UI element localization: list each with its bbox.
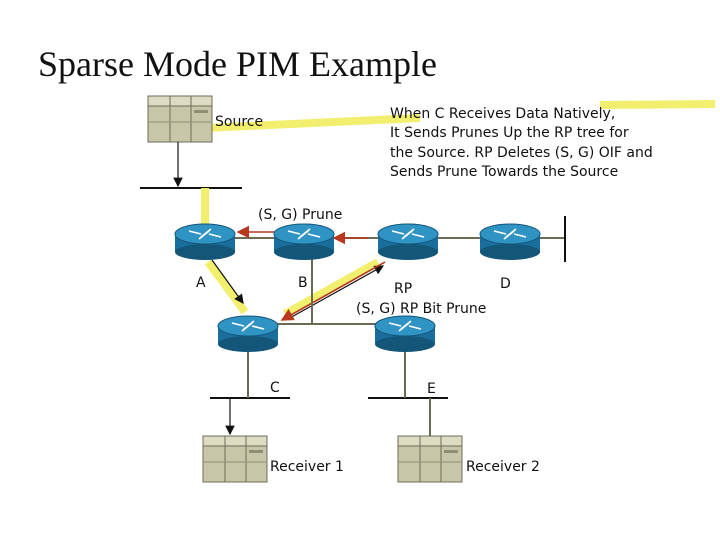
note-line-1: When C Receives Data Natively, (390, 106, 615, 122)
source-label: Source (215, 114, 263, 130)
router-rp-label: RP (394, 281, 412, 297)
a-to-c-arrow (211, 259, 244, 304)
page-title: Sparse Mode PIM Example (38, 44, 437, 84)
router-a-label: A (196, 275, 206, 291)
router-e-label: E (427, 381, 436, 397)
rp-bit-prune-arrow (280, 261, 386, 321)
router-e-icon (374, 315, 436, 353)
sg-rp-bit-prune-label: (S, G) RP Bit Prune (356, 301, 486, 317)
receiver1-host-icon (202, 435, 268, 483)
source-host (147, 95, 213, 143)
note-line-4: Sends Prune Towards the Source (390, 164, 618, 180)
router-b-label: B (298, 275, 308, 291)
router-c-icon (217, 315, 279, 353)
source-highlight (204, 114, 421, 132)
router-rp-icon (377, 223, 439, 261)
note-line-3: the Source. RP Deletes (S, G) OIF and (390, 145, 653, 161)
c-to-rp-arrow (287, 265, 385, 320)
router-d-label: D (500, 276, 511, 292)
router-c-label: C (270, 380, 280, 396)
a-to-c-highlight (204, 259, 249, 315)
receiver2-host-icon (397, 435, 463, 483)
note-highlight (599, 100, 716, 109)
router-d-icon (479, 223, 541, 261)
router-a-icon (174, 223, 236, 261)
note-line-2: It Sends Prunes Up the RP tree for (390, 125, 629, 141)
receiver2-label: Receiver 2 (466, 459, 540, 475)
receiver1-label: Receiver 1 (270, 459, 344, 475)
router-b-icon (273, 223, 335, 261)
sg-prune-label: (S, G) Prune (258, 207, 342, 223)
rp-to-c-highlight (283, 258, 380, 318)
